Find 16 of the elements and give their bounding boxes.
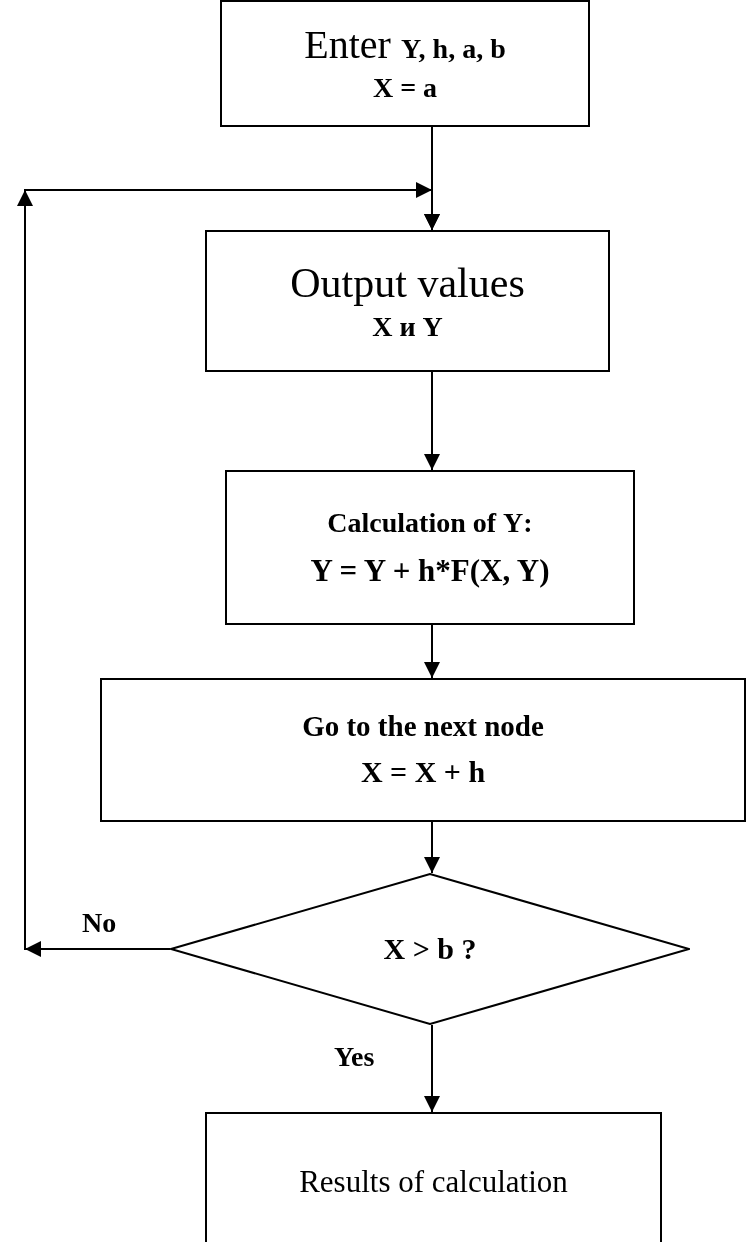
node-text: Enter Y, h, a, b: [304, 22, 506, 69]
node-text: Results of calculation: [299, 1164, 568, 1200]
process-box: [205, 230, 610, 372]
node-text: Output values: [290, 258, 525, 308]
node-text: Y = Y + h*F(X, Y): [310, 552, 550, 589]
node-text: X = X + h: [360, 755, 486, 790]
node-text: X > b ?: [383, 931, 477, 967]
decision-diamond: [170, 873, 690, 1025]
node-text: Go to the next node: [302, 710, 544, 744]
process-box: [205, 1112, 662, 1242]
process-box: [100, 678, 746, 822]
process-box: [225, 470, 635, 625]
node-text: Calculation of Y:: [327, 506, 533, 539]
node-text: X = a: [372, 72, 438, 105]
node-text: X и Y: [372, 311, 443, 344]
process-box: [220, 0, 590, 127]
